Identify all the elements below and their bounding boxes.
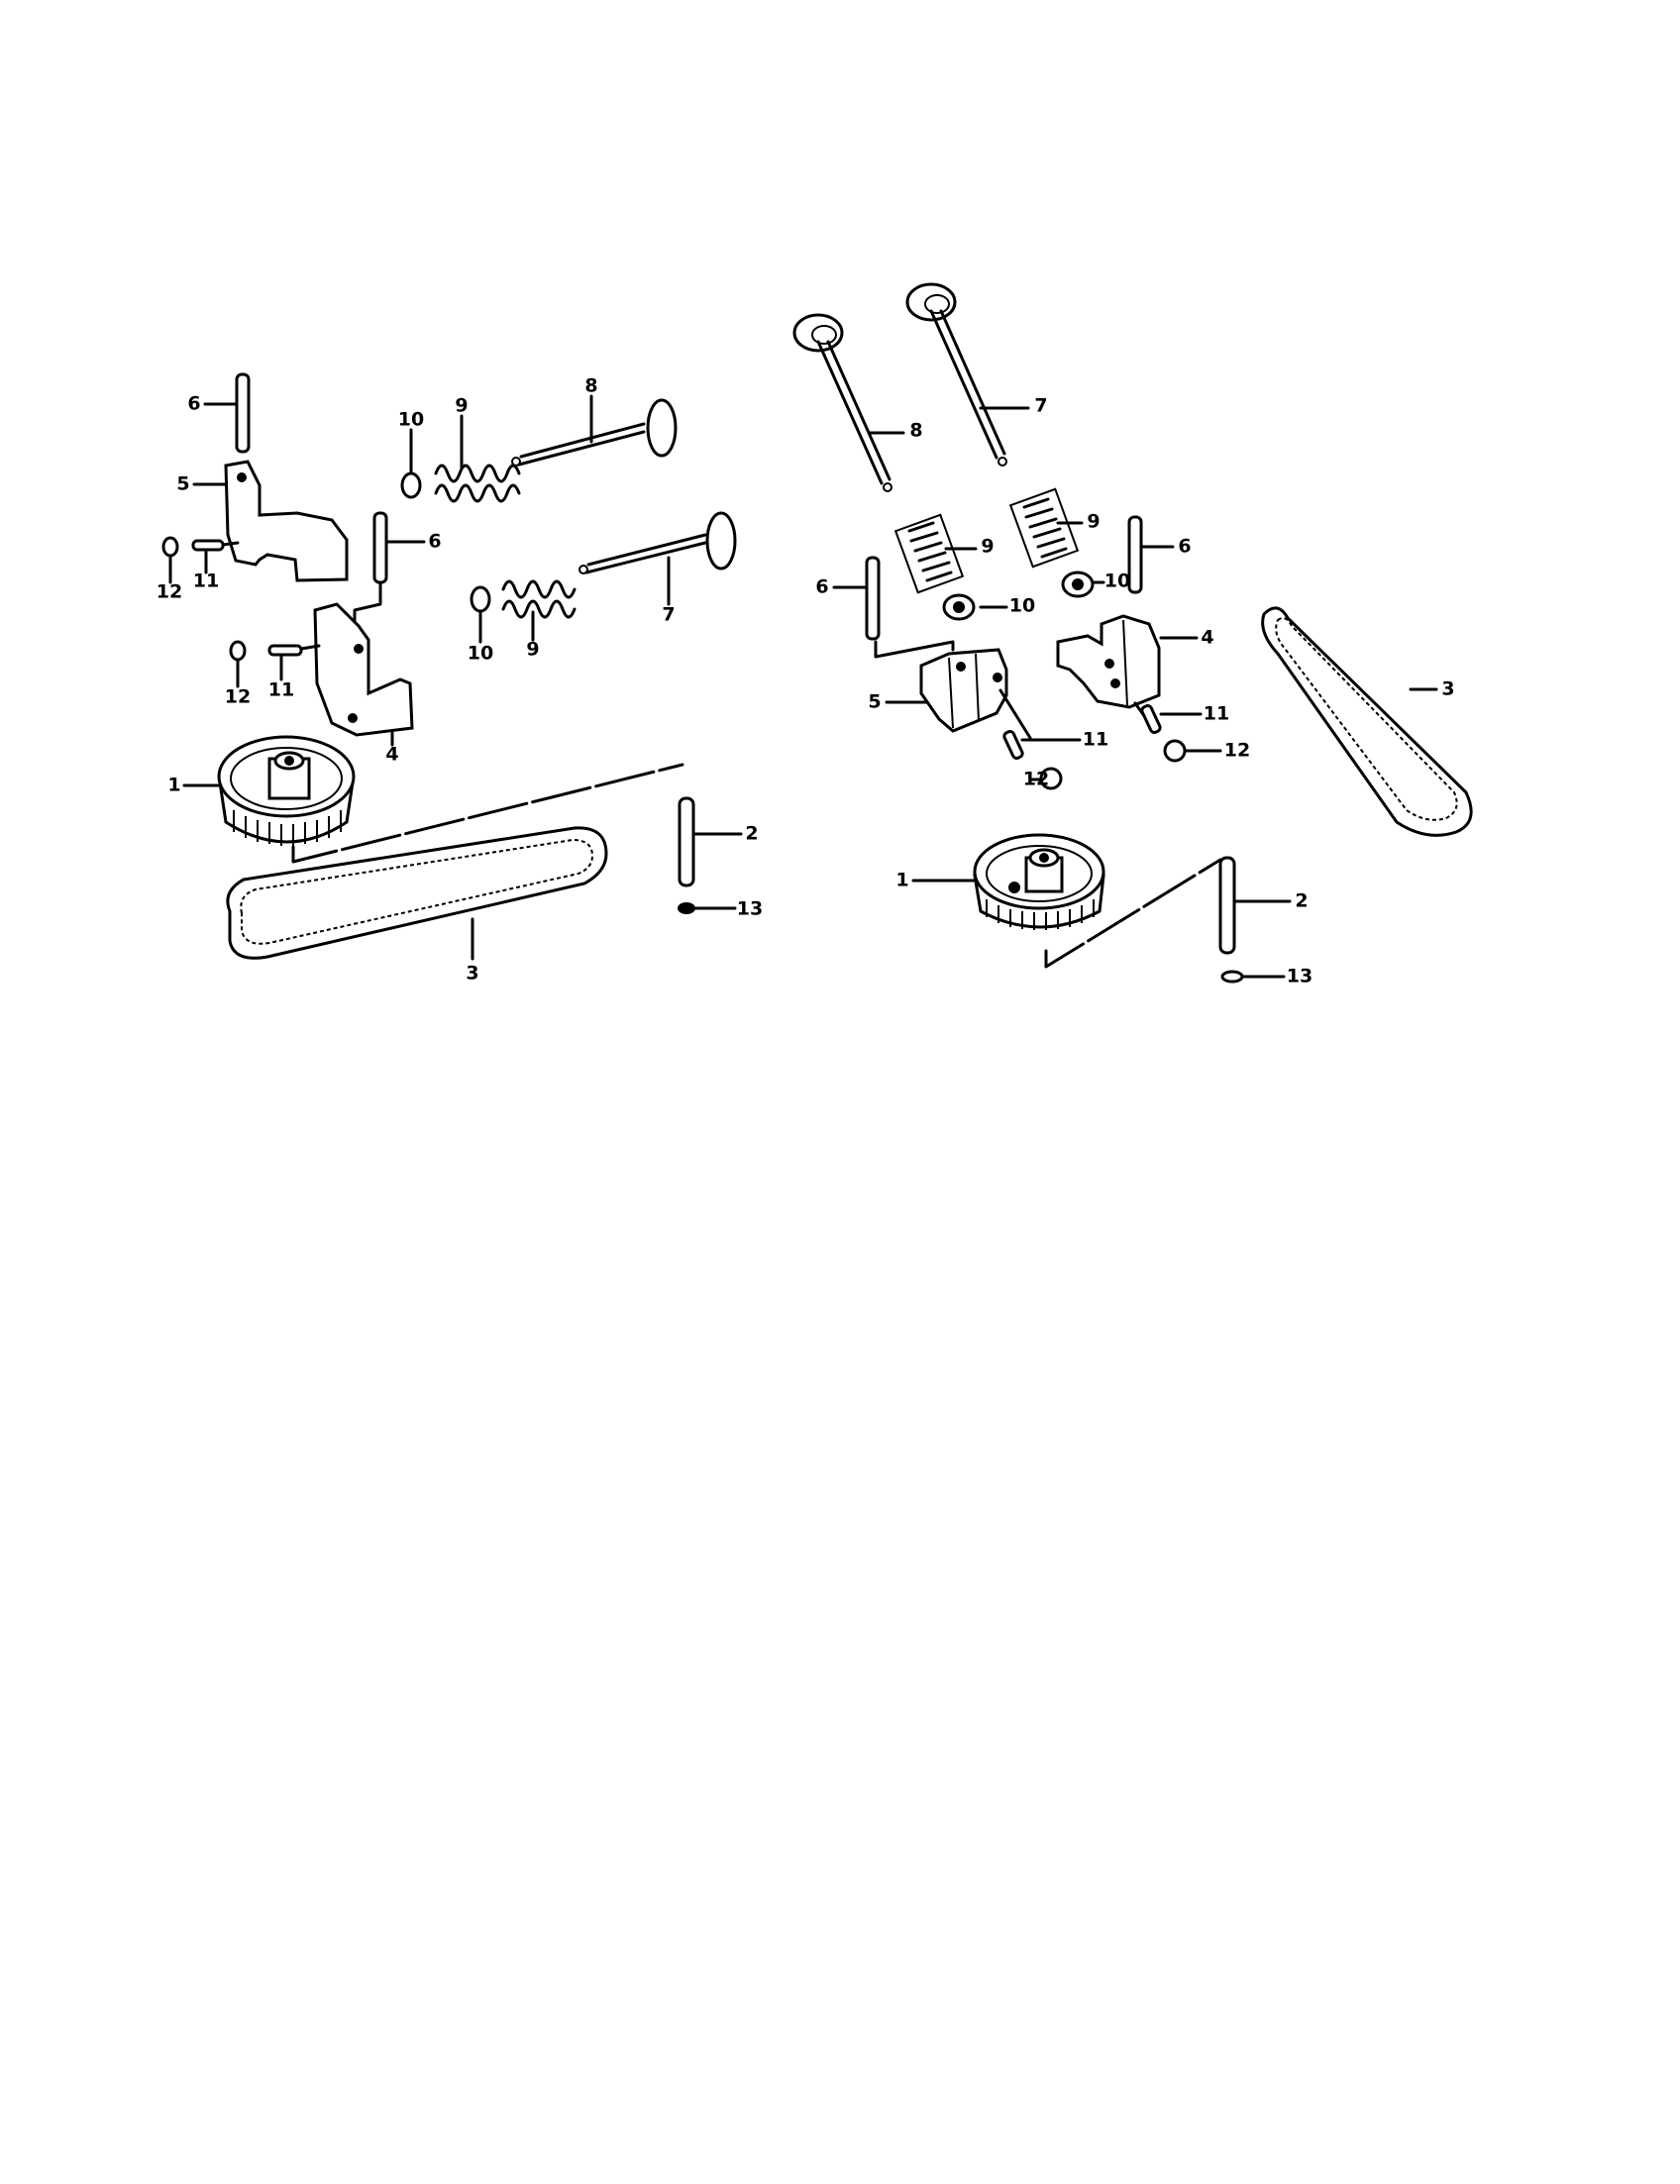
pin-icon <box>353 511 426 636</box>
part-callout-6: 6 <box>428 530 442 553</box>
part-callout-9: 9 <box>526 638 540 661</box>
part-callout-3: 3 <box>1441 677 1455 700</box>
part-callout-12: 12 <box>224 685 252 708</box>
part-callout-10: 10 <box>467 642 494 665</box>
part-callout-7: 7 <box>1034 394 1048 417</box>
adjusting-screw-icon <box>267 644 321 681</box>
camshaft-pulley-icon <box>911 833 1105 930</box>
stud-icon <box>678 796 743 887</box>
pin-icon <box>832 556 955 659</box>
stud-icon <box>1218 856 1292 955</box>
valve-spring-icon <box>893 513 978 594</box>
washer-icon <box>678 902 737 914</box>
part-callout-9: 9 <box>455 394 469 417</box>
part-callout-9: 9 <box>981 535 995 558</box>
part-callout-9: 9 <box>1087 510 1101 533</box>
washer-icon <box>1220 970 1286 984</box>
valve-spring-icon <box>501 579 577 642</box>
lock-nut-icon <box>229 640 247 688</box>
part-callout-10: 10 <box>397 408 425 431</box>
exhaust-valve-icon <box>905 282 1030 467</box>
rocker-arm-icon <box>192 460 349 582</box>
alignment-line <box>291 763 684 864</box>
intake-valve-icon <box>511 394 678 467</box>
part-callout-7: 7 <box>662 603 676 626</box>
part-callout-10: 10 <box>1008 594 1036 617</box>
lock-nut-icon <box>1030 767 1063 790</box>
timing-belt-icon <box>1261 606 1473 837</box>
part-callout-13: 13 <box>1286 965 1313 988</box>
spring-retainer-icon <box>1061 571 1105 598</box>
part-callout-13: 13 <box>736 897 764 920</box>
part-callout-6: 6 <box>187 392 201 415</box>
part-callout-12: 12 <box>156 580 183 603</box>
part-callout-1: 1 <box>895 869 909 891</box>
spring-retainer-icon <box>942 593 1008 621</box>
lock-nut-icon <box>161 536 179 584</box>
pin-icon <box>1127 515 1175 594</box>
rocker-arm-icon <box>885 648 1032 740</box>
part-callout-11: 11 <box>267 678 295 701</box>
part-callout-6: 6 <box>815 575 829 598</box>
valve-spring-icon <box>1008 487 1084 569</box>
part-callout-8: 8 <box>909 419 923 442</box>
part-callout-8: 8 <box>584 374 598 397</box>
adjusting-screw-icon <box>1002 730 1082 760</box>
right-assembly <box>792 282 1473 984</box>
exhaust-valve-icon <box>578 511 737 606</box>
part-callout-5: 5 <box>176 472 190 495</box>
adjusting-screw-icon <box>1140 704 1203 734</box>
part-callout-4: 4 <box>385 743 399 766</box>
part-callout-12: 12 <box>1022 768 1050 790</box>
part-callout-12: 12 <box>1223 739 1251 762</box>
pin-icon <box>203 372 251 454</box>
spring-retainer-icon <box>470 585 491 644</box>
left-assembly <box>161 372 743 961</box>
part-callout-4: 4 <box>1201 626 1214 649</box>
part-callout-11: 11 <box>192 570 220 592</box>
part-callout-11: 11 <box>1203 702 1230 725</box>
timing-belt-icon <box>226 826 608 961</box>
spring-retainer-icon <box>400 428 422 499</box>
lock-nut-icon <box>1163 739 1222 763</box>
part-callout-10: 10 <box>1103 570 1131 592</box>
part-callout-1: 1 <box>167 774 181 796</box>
part-callout-2: 2 <box>1295 889 1309 912</box>
part-callout-2: 2 <box>745 822 759 845</box>
camshaft-pulley-icon <box>182 735 356 846</box>
rocker-arm-icon <box>313 602 414 747</box>
adjusting-screw-icon <box>191 539 240 574</box>
part-callout-5: 5 <box>868 690 882 713</box>
part-callout-6: 6 <box>1178 535 1192 558</box>
intake-valve-icon <box>792 313 905 492</box>
part-callout-3: 3 <box>466 962 479 985</box>
alignment-line <box>1044 858 1222 969</box>
part-callout-11: 11 <box>1082 728 1109 751</box>
valve-spring-icon <box>434 414 521 503</box>
